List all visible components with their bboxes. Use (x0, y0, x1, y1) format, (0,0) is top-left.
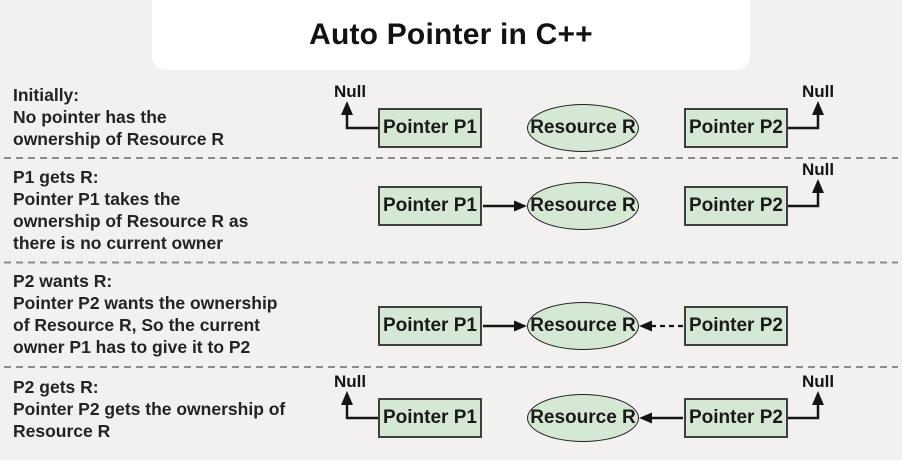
null-label: Null (801, 372, 835, 391)
null-label: Null (801, 160, 835, 179)
null-arrowhead (812, 391, 824, 405)
page-title: Auto Pointer in C++ (309, 18, 593, 51)
null-arrow (788, 190, 820, 208)
null-label: Null (801, 82, 835, 101)
row-heading: P2 wants R: (13, 271, 113, 291)
null-arrowhead (812, 179, 824, 193)
row-heading: P2 gets R: (13, 377, 99, 397)
resource-node: Resource R (527, 394, 639, 442)
null-label: Null (333, 82, 367, 101)
row-3-description: P2 wants R: Pointer P2 wants the ownersh… (13, 270, 343, 358)
null-arrow (345, 112, 378, 130)
null-arrowhead (341, 391, 353, 405)
null-label: Null (333, 372, 367, 391)
pointer-p2-node: Pointer P2 (684, 108, 788, 148)
ownership-arrowhead (639, 412, 652, 424)
pointer-p1-node: Pointer P1 (378, 108, 482, 148)
pointer-p1-node: Pointer P1 (378, 398, 482, 438)
row-line: Resource R (13, 421, 111, 441)
row-line: No pointer has the (13, 107, 167, 127)
row-heading: Initially: (13, 85, 80, 105)
pointer-p2-node: Pointer P2 (684, 398, 788, 438)
resource-node: Resource R (527, 182, 639, 230)
row-1-description: Initially: No pointer has the ownership … (13, 84, 343, 150)
null-arrowhead (812, 101, 824, 115)
pointer-p2-node: Pointer P2 (684, 306, 788, 346)
null-arrow (788, 112, 820, 130)
title-panel: Auto Pointer in C++ (152, 0, 750, 70)
resource-node: Resource R (527, 104, 639, 152)
null-arrow (788, 402, 820, 420)
row-line: of Resource R, So the current (13, 315, 260, 335)
pointer-p2-node: Pointer P2 (684, 186, 788, 226)
row-line: Pointer P2 wants the ownership (13, 293, 278, 313)
null-arrow (345, 402, 378, 420)
null-arrowhead (341, 101, 353, 115)
row-line: there is no current owner (13, 233, 224, 253)
row-2-description: P1 gets R: Pointer P1 takes the ownershi… (13, 166, 343, 254)
row-4-description: P2 gets R: Pointer P2 gets the ownership… (13, 376, 343, 442)
request-arrowhead (639, 320, 652, 332)
ownership-arrowhead (514, 200, 527, 212)
row-line: ownership of Resource R (13, 129, 225, 149)
row-line: Pointer P2 gets the ownership of (13, 399, 286, 419)
resource-node: Resource R (527, 302, 639, 350)
pointer-p1-node: Pointer P1 (378, 186, 482, 226)
row-line: ownership of Resource R as (13, 211, 249, 231)
ownership-arrowhead (514, 320, 527, 332)
row-heading: P1 gets R: (13, 167, 99, 187)
row-line: Pointer P1 takes the (13, 189, 181, 209)
pointer-p1-node: Pointer P1 (378, 306, 482, 346)
row-line: owner P1 has to give it to P2 (13, 337, 251, 357)
